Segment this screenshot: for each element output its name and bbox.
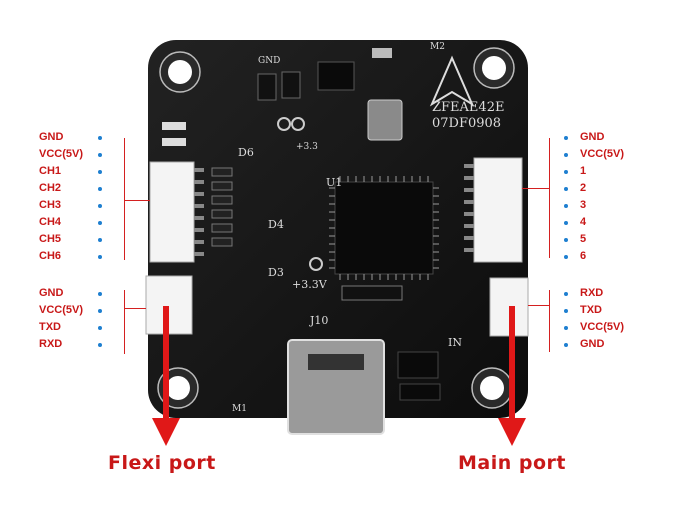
- main-pin-4: GND: [580, 338, 605, 350]
- board-model-label: ZFEAE42E: [432, 100, 505, 115]
- pin-dot: [98, 136, 102, 140]
- pin-dot: [564, 170, 568, 174]
- right-header-pin-6: 4: [580, 216, 587, 228]
- right-header-pin-3: 1: [580, 165, 587, 177]
- right-header-pin-4: 2: [580, 182, 587, 194]
- pin-dot: [98, 255, 102, 259]
- v33a-label: +3.3: [296, 142, 318, 152]
- left-header-connector-line: [124, 200, 150, 201]
- mounting-hole-icon: [157, 47, 515, 409]
- pin-dot: [98, 204, 102, 208]
- left-header-pin-8: CH6: [39, 250, 62, 262]
- pin-dot: [98, 309, 102, 313]
- m2-label: M2: [430, 42, 445, 52]
- left-header-pin-2: VCC(5V): [39, 148, 84, 160]
- pin-dot: [98, 343, 102, 347]
- flexi-pin-2: VCC(5V): [39, 304, 84, 316]
- right-main-bracket: [549, 290, 550, 352]
- left-header-pin-7: CH5: [39, 233, 62, 245]
- d6-label: D6: [238, 146, 254, 159]
- board-date-label: 07DF0908: [432, 116, 502, 131]
- in-label: IN: [448, 336, 462, 349]
- main-pin-2: TXD: [580, 304, 602, 316]
- flexi-port-caption: Flexi port: [108, 452, 216, 474]
- left-header-pin-1: GND: [39, 131, 64, 143]
- right-header-pin-7: 5: [580, 233, 587, 245]
- flexi-pin-1: GND: [39, 287, 64, 299]
- main-pin-1: RXD: [580, 287, 604, 299]
- d4-label: D4: [268, 218, 284, 231]
- pin-dot: [564, 326, 568, 330]
- right-header-connector-line: [522, 188, 549, 189]
- gnd-silk-label: GND: [258, 56, 281, 66]
- right-header-pin-5: 3: [580, 199, 587, 211]
- pin-dot: [564, 204, 568, 208]
- pin-dot: [564, 309, 568, 313]
- pin-dot: [98, 187, 102, 191]
- main-pin-3: VCC(5V): [580, 321, 625, 333]
- left-header-pin-3: CH1: [39, 165, 62, 177]
- pin-dot: [564, 255, 568, 259]
- usb-label: J10: [310, 314, 329, 327]
- pin-dot: [98, 238, 102, 242]
- m1-label: M1: [232, 404, 247, 414]
- chip-label: U1: [326, 176, 343, 189]
- right-header-bracket: [549, 138, 550, 258]
- left-header-bracket: [124, 138, 125, 260]
- pin-dot: [564, 221, 568, 225]
- right-header-pin-1: GND: [580, 131, 605, 143]
- pin-dot: [98, 221, 102, 225]
- main-port-caption: Main port: [458, 452, 566, 474]
- flexi-pin-3: TXD: [39, 321, 61, 333]
- left-header-pin-6: CH4: [39, 216, 62, 228]
- pin-dot: [564, 238, 568, 242]
- pin-dot: [98, 292, 102, 296]
- left-header-pin-5: CH3: [39, 199, 62, 211]
- right-main-connector-line: [528, 305, 549, 306]
- flexi-pin-4: RXD: [39, 338, 63, 350]
- pin-dot: [564, 187, 568, 191]
- pin-dot: [564, 153, 568, 157]
- d3-label: D3: [268, 266, 284, 279]
- pin-dot: [564, 343, 568, 347]
- arrow-down-icon: [152, 306, 526, 446]
- left-flexi-connector-line: [124, 308, 146, 309]
- pin-dot: [564, 292, 568, 296]
- pin-dot: [98, 326, 102, 330]
- left-flexi-bracket: [124, 290, 125, 354]
- left-header-pin-4: CH2: [39, 182, 62, 194]
- right-header-pin-2: VCC(5V): [580, 148, 625, 160]
- pin-dot: [564, 136, 568, 140]
- right-header-pin-8: 6: [580, 250, 587, 262]
- pin-dot: [98, 170, 102, 174]
- pin-dot: [98, 153, 102, 157]
- v33b-label: +3.3V: [292, 278, 327, 291]
